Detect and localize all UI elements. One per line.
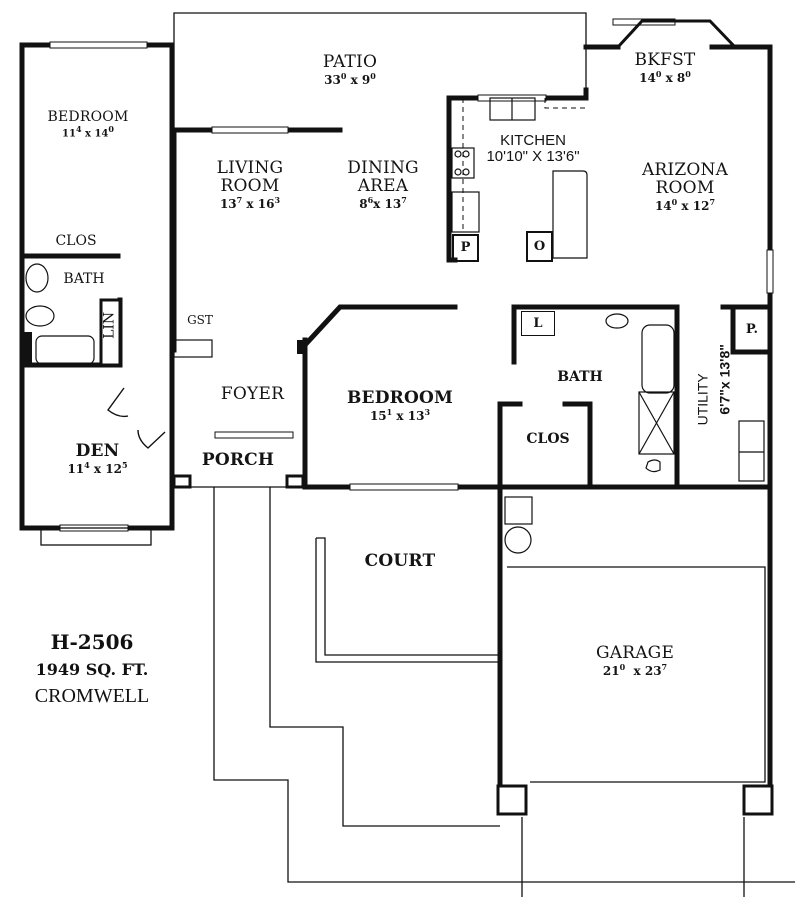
room-dimensions: 330 x 90 [324,70,376,87]
room-name-line1: DINING [347,158,419,178]
room-name: BKFST [634,50,696,70]
walkway-outer [213,487,795,883]
room-den: DEN 114 x 125 [50,441,145,476]
room-name: GARAGE [595,643,675,663]
walkway-inner [269,487,500,827]
room-name-line1: ARIZONA [641,160,729,180]
room-dimensions: 137 x 163 [219,194,281,211]
plan-title-block: H-2506 1949 SQ. FT. CROMWELL [12,630,172,708]
room-name: PATIO [322,52,378,72]
room-garage: GARAGE 210 x 237 [580,643,690,678]
room-bath-1: BATH [63,271,105,287]
room-bkfst: BKFST 140 x 80 [620,50,710,85]
room-name-line2: ROOM [655,177,715,198]
plan-square-feet: 1949 SQ. FT. [35,660,149,679]
room-patio: PATIO 330 x 90 [295,52,405,87]
room-foyer: FOYER [220,384,285,404]
room-dimensions: 86x 137 [359,194,407,211]
room-dimensions: 114 x 125 [67,459,128,476]
room-name-line2: AREA [357,175,409,196]
room-arizona: ARIZONA ROOM 140 x 127 [625,160,745,213]
room-gst: GST [187,313,213,327]
room-living: LIVING ROOM 137 x 163 [195,158,305,211]
room-lin: LIN [101,311,118,339]
oven-symbol: O [526,231,553,262]
room-court: COURT [364,551,436,571]
room-clos-2: CLOS [526,431,570,447]
room-name: KITCHEN [500,132,566,149]
room-name: BEDROOM [47,109,129,125]
room-name-line2: ROOM [220,175,280,196]
room-dining: DINING AREA 86x 137 [328,158,438,211]
room-dimensions: 140 x 127 [654,196,716,213]
room-porch: PORCH [201,450,275,470]
room-utility-dimensions: 6'7"x 13'8" [716,344,733,415]
room-bath-2: BATH [557,369,603,385]
room-bedroom-1: BEDROOM 114 x 140 [28,110,148,140]
room-kitchen: KITCHEN 10'10" X 13'6" [478,133,588,165]
room-utility-name: UTILITY [694,373,711,426]
room-dimensions: 210 x 237 [602,661,668,678]
linen-symbol: L [521,311,555,336]
room-dimensions: 140 x 80 [639,68,691,85]
plan-name: CROMWELL [34,685,150,707]
room-name: DEN [75,441,120,461]
room-dimensions: 10'10" X 13'6" [486,147,580,165]
pantry-symbol: P [452,234,479,262]
room-dimensions: 151 x 133 [369,406,431,423]
room-bedroom-2: BEDROOM 151 x 133 [335,388,465,423]
room-name: BEDROOM [346,388,454,408]
court-planter [315,537,498,663]
utility-pantry-symbol: P. [745,322,759,337]
room-name-line1: LIVING [216,158,284,178]
room-clos-1: CLOS [46,234,106,249]
plan-code: H-2506 [50,630,134,654]
room-dimensions: 114 x 140 [62,123,114,140]
